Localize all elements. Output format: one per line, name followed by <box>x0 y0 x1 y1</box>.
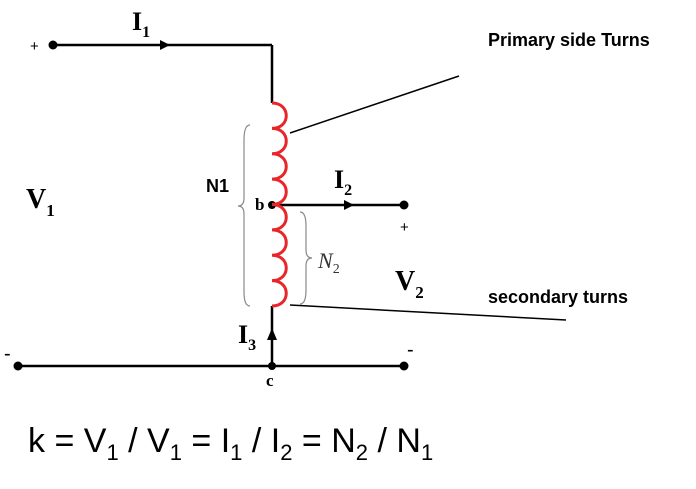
node-c-label: c <box>266 371 274 390</box>
plus-v2-label: + <box>400 219 409 236</box>
secondary-leader-line <box>289 304 567 321</box>
terminal-bottom-left <box>13 361 23 371</box>
minus-left-label: - <box>4 343 11 365</box>
braces <box>237 124 313 307</box>
node-c-dot <box>268 362 276 370</box>
i3-label: I3 <box>238 320 256 354</box>
n2-label: N2 <box>317 248 340 277</box>
i3-arrow-icon <box>267 328 277 340</box>
terminal-bottom-right <box>399 361 409 371</box>
leader-lines <box>289 75 567 321</box>
formula-subscript: 1 <box>230 440 242 465</box>
v1-label: V1 <box>26 184 55 220</box>
coil-winding <box>271 101 288 308</box>
terminal-b-right <box>399 200 409 210</box>
formula-subscript: 2 <box>356 440 368 465</box>
terminal-top-left <box>48 40 58 50</box>
minus-right-label: - <box>407 339 414 361</box>
formula-subscript: 1 <box>421 440 433 465</box>
secondary-turns-annotation: secondary turns <box>488 287 628 307</box>
plus-v1-label: + <box>30 38 39 55</box>
primary-leader-line <box>289 75 460 134</box>
node-b-label: b <box>255 195 264 214</box>
i1-label: I1 <box>132 7 150 41</box>
n1-label: N1 <box>206 176 229 196</box>
current-arrows <box>160 40 354 340</box>
formula-term: = N <box>292 422 355 460</box>
formula-subscript: 1 <box>106 440 118 465</box>
formula-term: / V <box>119 422 170 460</box>
i1-arrow-icon <box>160 40 170 50</box>
n2-brace <box>299 211 313 305</box>
formula-term: / N <box>368 422 421 460</box>
primary-turns-annotation: Primary side Turns <box>488 30 650 50</box>
i2-label: I2 <box>334 165 352 199</box>
formula-subscript: 1 <box>170 440 182 465</box>
ratio-formula: k = V1 / V1 = I1 / I2 = N2 / N1 <box>28 422 433 465</box>
n1-brace <box>237 124 251 307</box>
formula-term: = I <box>182 422 230 460</box>
i2-arrow-icon <box>344 200 354 210</box>
formula-term: k = V <box>28 422 107 460</box>
formula-subscript: 2 <box>280 440 292 465</box>
formula-term: / I <box>242 422 280 460</box>
v2-label: V2 <box>395 266 424 302</box>
